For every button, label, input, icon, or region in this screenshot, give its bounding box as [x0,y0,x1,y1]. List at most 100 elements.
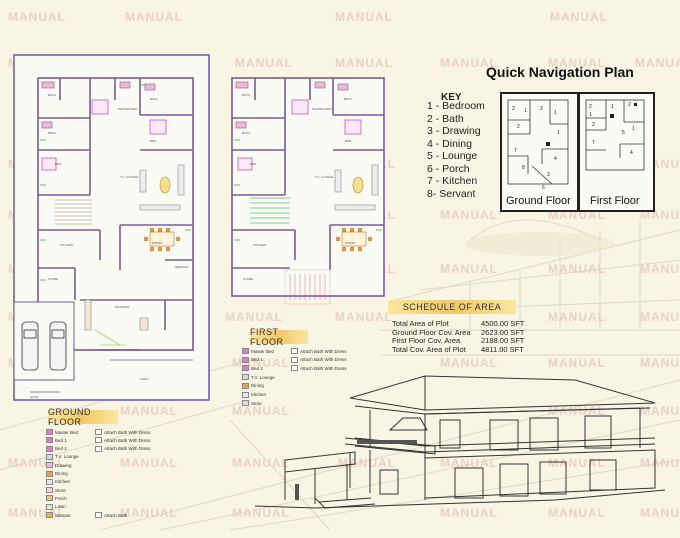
legend-swatch [95,437,102,444]
key-item: 2 - Bath [427,112,464,125]
svg-text:BED: BED [150,139,157,143]
legend-swatch [95,512,102,518]
svg-text:MASTER BED: MASTER BED [312,107,332,111]
watermark-text: MANUAL [440,356,498,370]
schedule-label: Total Area of Plot [392,319,449,328]
svg-text:2: 2 [512,106,515,112]
svg-text:BED: BED [345,139,352,143]
schedule-value: 2188.00 SFT [481,336,525,346]
legend-label: Drawing [55,462,72,468]
watermark-text: MANUAL [232,506,290,520]
watermark-text: MANUAL [548,506,606,520]
legend-swatch [46,429,53,435]
svg-text:BATH: BATH [150,97,158,101]
svg-text:4: 4 [630,150,633,156]
svg-text:DRAWING: DRAWING [115,305,130,309]
svg-text:KITCHEN: KITCHEN [60,243,73,247]
legend-swatch [46,503,53,510]
schedule-label: First Floor Cov. Area [392,336,461,346]
watermark-text: MANUAL [440,56,498,70]
legend-swatch [242,348,249,354]
legend-label: Master Bed [55,429,79,435]
quick-nav-title: Quick Navigation Plan [486,64,634,80]
legend-extra: Attach Bath With Dress [300,365,347,371]
schedule-value: 4811.00 SFT [481,345,524,355]
legend-label: Dining [251,383,264,389]
legend-label: Store [55,487,66,493]
schedule-label: Ground Floor Cov. Area [392,327,471,337]
watermark-text: MANUAL [120,506,178,520]
svg-text:BATH: BATH [344,97,352,101]
svg-text:DINING: DINING [345,241,356,245]
watermark-text: MANUAL [548,262,606,276]
svg-text:MASTER BED: MASTER BED [118,107,138,111]
watermark-text: MANUAL [640,262,680,276]
legend-swatch [46,495,53,502]
watermark-text: MANUAL [335,10,393,24]
watermark-text: MANUAL [640,310,680,324]
svg-text:GATE: GATE [30,395,38,399]
svg-text:3: 3 [547,172,550,178]
legend-label: Dining [55,471,68,476]
schedule-value: 4500.00 SFT [481,319,525,328]
legend-swatch [46,478,53,485]
watermark-text: MANUAL [640,456,680,470]
legend-label: Master Bed [251,348,275,354]
key-item: 8- Servant [427,187,476,200]
legend-row: Kitchen [46,478,93,485]
svg-text:SERVANT: SERVANT [175,265,189,269]
watermark-text: MANUAL [235,56,293,70]
legend-label: Bed 1 [55,437,67,443]
legend-swatch [95,429,102,435]
legend-row: Bed 2 Attach Bath With Dress [242,365,347,372]
legend-label: T.V. Lounge [251,374,275,380]
legend-row: Master Bed Attach Bath With Dress [242,348,347,354]
legend-swatch [291,348,298,354]
svg-text:BATH: BATH [242,131,250,135]
svg-text:STORE: STORE [243,277,253,281]
key-item: 6 - Porch [427,162,470,175]
key-item: 4 - Dining [427,137,472,150]
first-floor-legend-title: FIRST FLOOR [250,327,308,347]
svg-text:KITCHEN: KITCHEN [253,243,266,247]
svg-text:1: 1 [557,130,560,136]
ground-floor-thumbnail-label: Ground Floor [506,195,571,207]
key-item: 5 - Lounge [427,150,478,162]
legend-extra: Attach Bath With Dress [300,348,347,354]
legend-swatch [242,391,249,398]
watermark-text: MANUAL [225,310,283,324]
svg-text:7: 7 [592,140,595,146]
svg-text:7: 7 [514,148,517,154]
legend-extra: Attach Bath With Dress [300,357,347,363]
watermark-text: MANUAL [125,10,183,24]
svg-text:DINING: DINING [152,241,163,245]
legend-swatch [242,400,249,407]
watermark-text: MANUAL [120,456,178,470]
ground-floor-legend-title: GROUND FLOOR [48,407,118,427]
key-item: 1 - Bedroom [427,100,485,112]
legend-swatch [46,462,53,469]
legend-swatch [291,356,298,363]
svg-text:STORE: STORE [48,277,58,281]
legend-label: Store [251,400,262,406]
legend-label: Bed 2 [251,365,263,371]
watermark-text: MANUAL [440,262,498,276]
legend-extra: Attach Bath With Dress [104,446,151,452]
legend-swatch [46,512,53,518]
watermark-text: MANUAL [550,10,608,24]
svg-text:T.V. LOUNGE: T.V. LOUNGE [120,175,138,179]
watermark-text: MANUAL [640,506,680,520]
svg-text:1: 1 [589,112,592,118]
watermark-text: MANUAL [548,310,606,324]
